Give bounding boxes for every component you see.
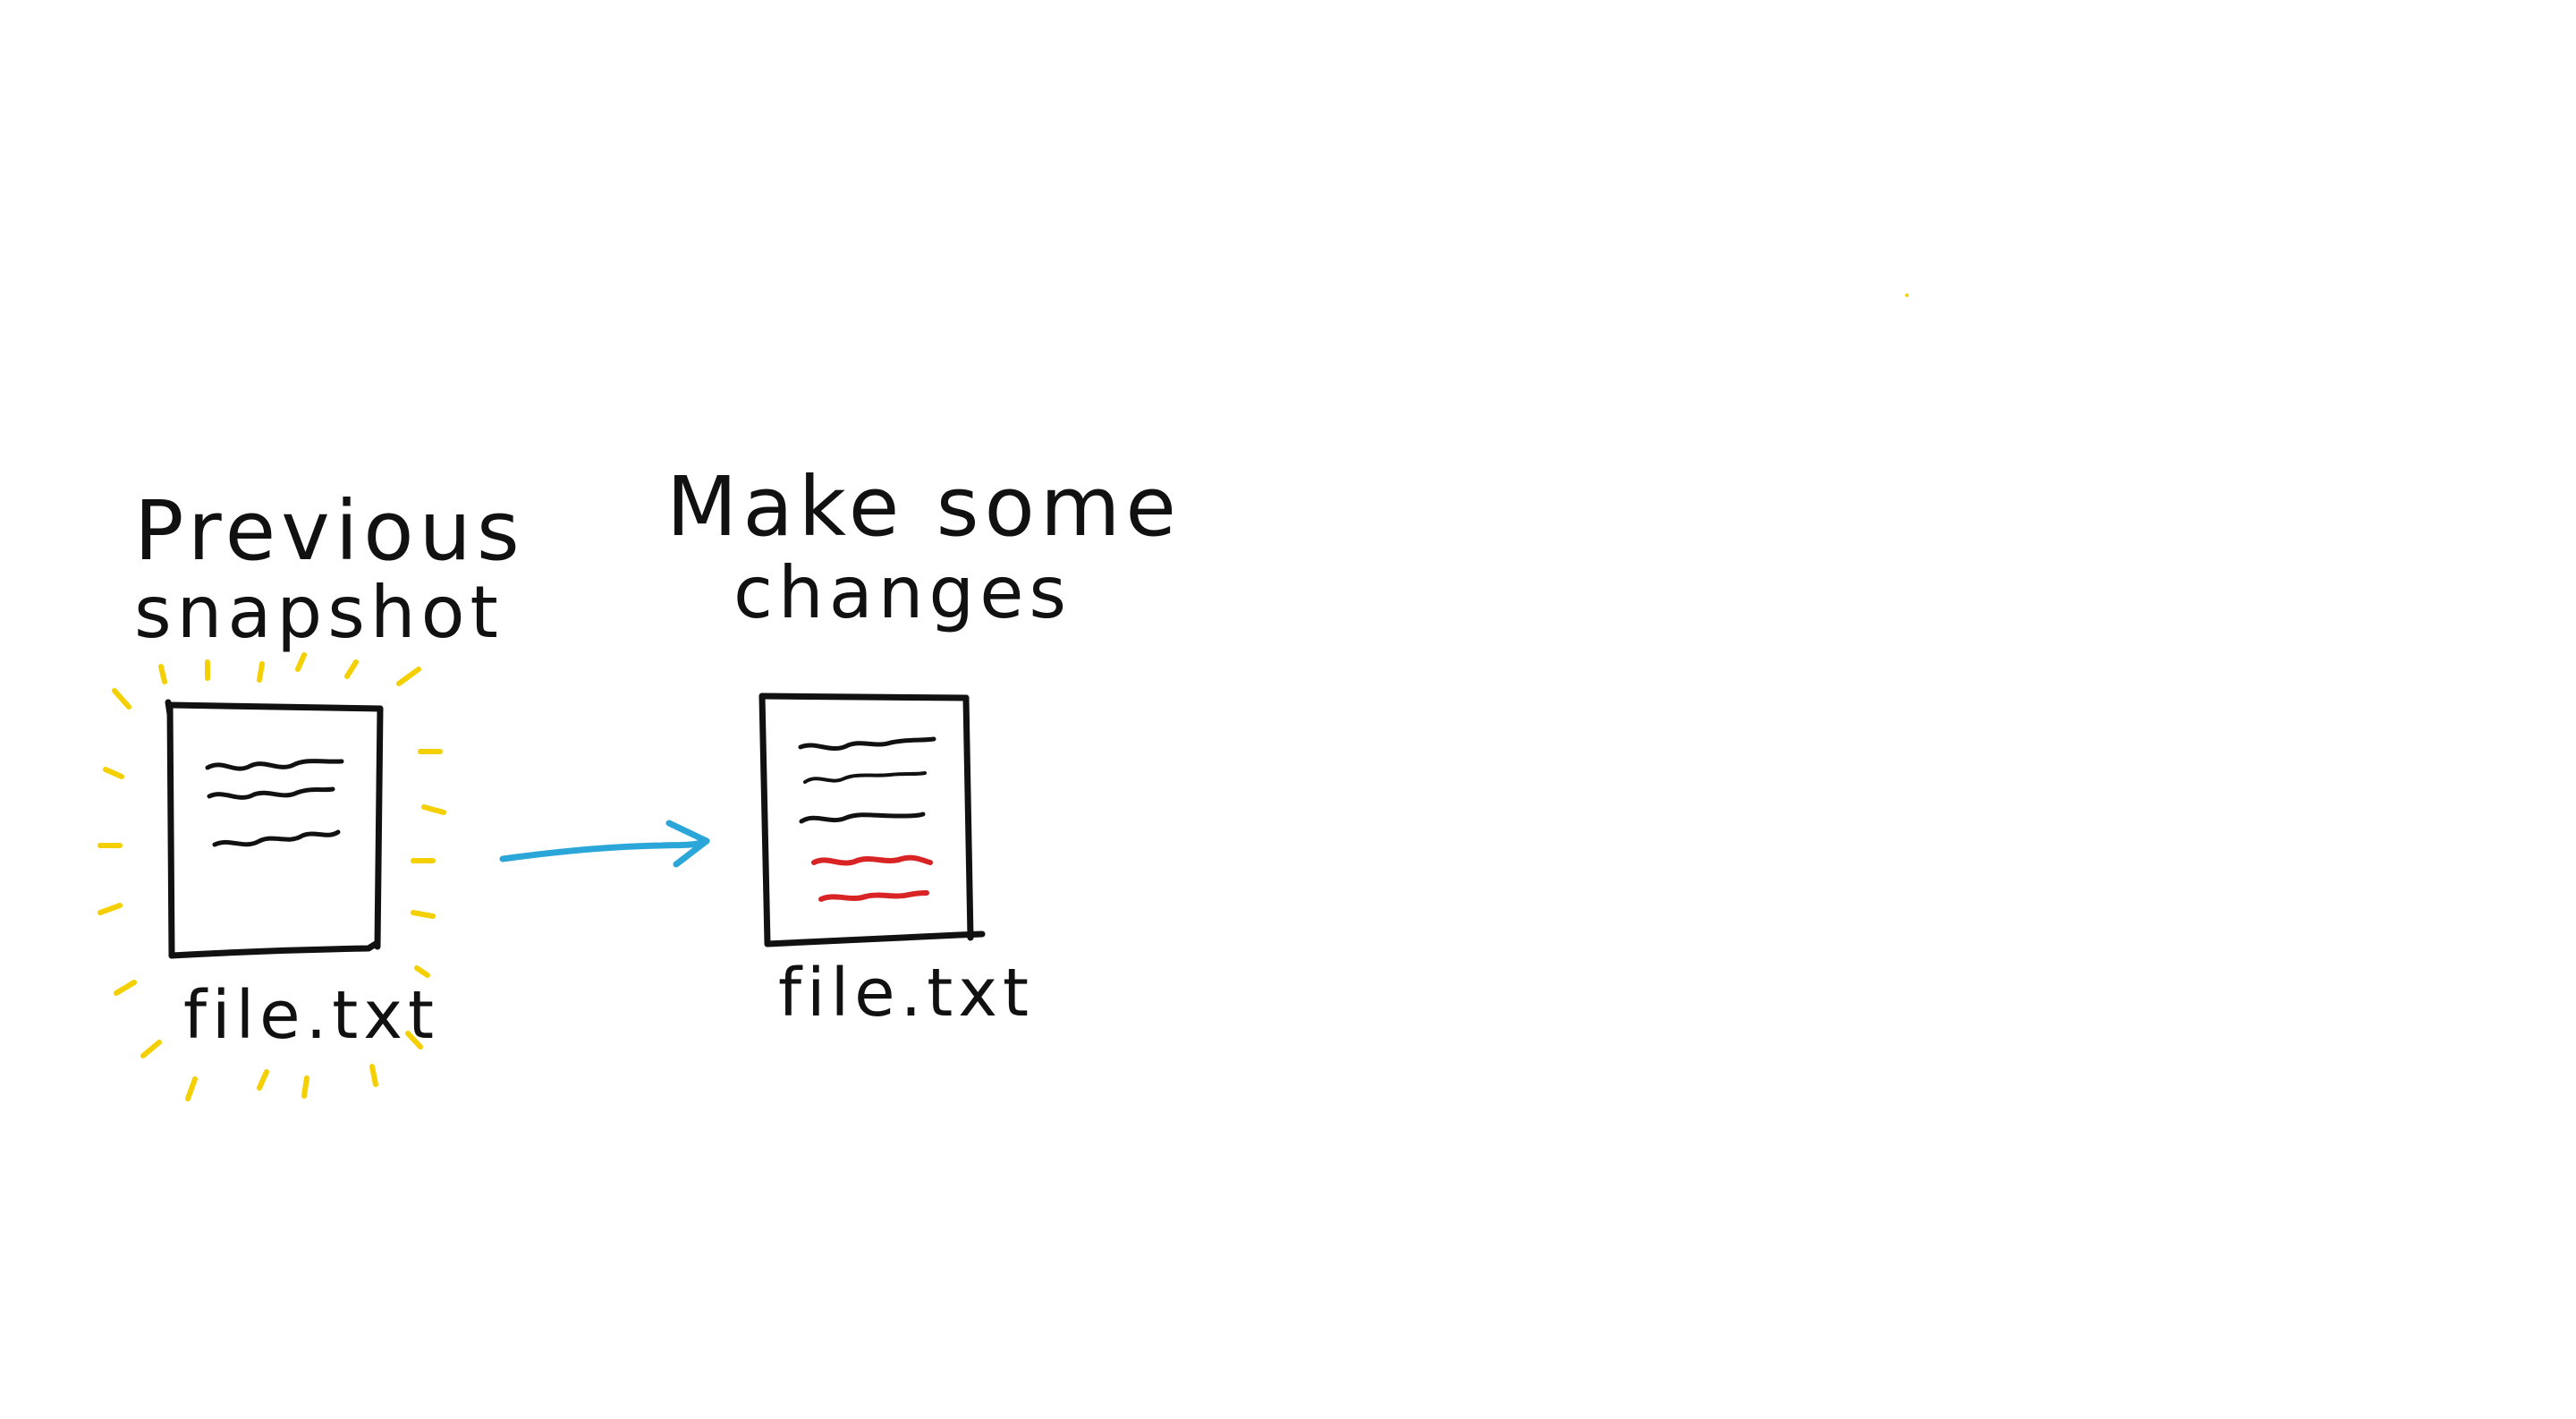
- arrow-right-icon: [499, 820, 710, 868]
- changed-title-line2: changes: [733, 551, 1072, 634]
- changed-title-line1: Make some: [666, 459, 1182, 555]
- changed-filename: file.txt: [778, 955, 1034, 1032]
- changed-document-icon: [758, 693, 986, 947]
- changed-file-group: Make some changes file.txt: [666, 459, 1182, 1032]
- stray-dot: [1905, 293, 1909, 297]
- changed-lines: [811, 854, 933, 902]
- previous-title-line1: Previous: [134, 483, 525, 579]
- previous-snapshot-group: Previous snapshot: [97, 483, 525, 1101]
- previous-filename: file.txt: [183, 977, 439, 1054]
- previous-title-line2: snapshot: [134, 571, 504, 654]
- highlight-glow: [97, 652, 446, 1101]
- previous-document-icon: [165, 699, 384, 959]
